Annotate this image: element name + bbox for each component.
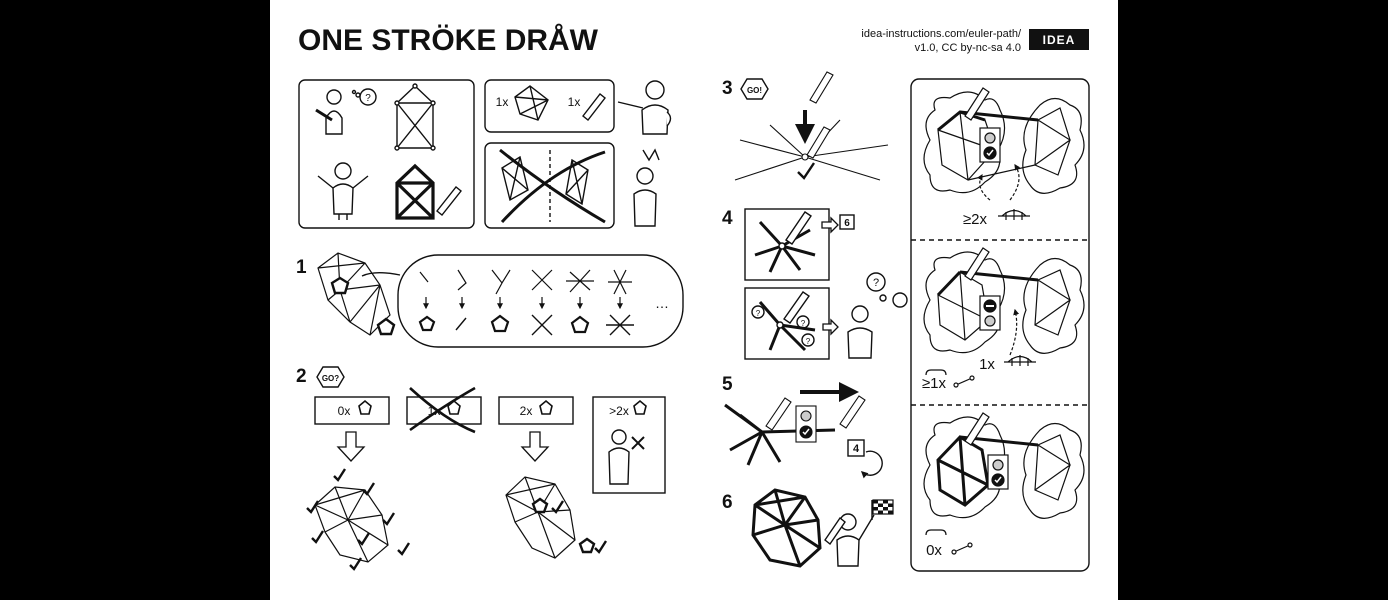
finished-graph (751, 488, 822, 568)
bridge-section-1 (923, 87, 1085, 201)
svg-text:GO?: GO? (322, 374, 339, 383)
bridge-icon (998, 209, 1030, 220)
step-2-number: 2 (296, 366, 307, 387)
svg-text:4: 4 (853, 443, 860, 455)
version-license: v1.0, CC by-nc-sa 4.0 (915, 42, 1021, 54)
down-arrows (336, 431, 550, 462)
step-6-number: 6 (722, 492, 733, 513)
edge-icon (953, 375, 975, 388)
svg-text:?: ? (365, 93, 371, 104)
traverse-edge-diagram (724, 382, 866, 466)
edge-icon (951, 542, 973, 555)
more-ellipsis: … (655, 295, 669, 311)
step4-arrow-icon (822, 318, 839, 336)
bridges-one-label: 1x (979, 356, 995, 373)
zero-odd-label: 0x (338, 404, 351, 418)
svg-text:?: ? (801, 319, 806, 328)
back-to-step4-badge: 4 (847, 439, 883, 479)
count-six-badge: 6 (821, 214, 855, 234)
go-badge: GO! (740, 78, 769, 100)
intro-panel-top-right: 1x 1x (484, 79, 615, 133)
odd-vertex-icon (376, 317, 396, 336)
sad-figure-icon (608, 429, 645, 485)
odd-count-boxes: 0x 1x 2x >2x (314, 386, 666, 494)
instruction-sheet: ONE STRÖKE DRÅW idea-instructions.com/eu… (270, 0, 1118, 600)
svg-text:?: ? (873, 277, 879, 289)
go-question-badge: GO? (316, 366, 345, 388)
svg-text:GO!: GO! (747, 86, 762, 95)
bridge-rule-panel (910, 78, 1090, 572)
house-graph-icon (394, 83, 436, 151)
traffic-light-green-icon (987, 454, 1009, 490)
pencil-icon (582, 93, 606, 121)
svg-text:?: ? (756, 309, 761, 318)
two-odd-label: 2x (520, 404, 533, 418)
step4-box-bottom: ? ? ? (744, 287, 830, 360)
svg-text:IDEA: IDEA (1043, 33, 1076, 47)
odd-vertex-icon (330, 276, 350, 295)
bridges-two-plus-label: ≥2x (963, 211, 988, 228)
intro-panel-left: ? (298, 79, 475, 229)
step-5-number: 5 (722, 374, 733, 395)
traffic-light-green-icon (795, 405, 817, 443)
traffic-light-green-icon (979, 127, 1001, 163)
drawn-house-icon (395, 163, 462, 220)
start-vertex-diagram (734, 71, 889, 181)
step-3-number: 3 (722, 78, 733, 99)
many-odd-label: >2x (609, 404, 629, 418)
step-4-number: 4 (722, 208, 733, 229)
checkered-flag-icon (872, 499, 894, 515)
angry-figure-icon (633, 148, 660, 227)
one-graph-label: 1x (496, 95, 509, 109)
all-even-graph (306, 468, 411, 571)
bridge-section-2 (923, 247, 1085, 376)
pondering-figure-icon: ? (847, 272, 908, 359)
vertex-degree-bubble: … (361, 254, 684, 348)
edges-zero-label: 0x (926, 542, 942, 559)
page-title: ONE STRÖKE DRÅW (298, 24, 599, 57)
two-odd-graph (505, 476, 608, 559)
step1-graph (317, 252, 396, 336)
source-url[interactable]: idea-instructions.com/euler-path/ (861, 28, 1022, 40)
step-1-number: 1 (296, 257, 307, 278)
svg-text:6: 6 (844, 218, 850, 229)
edges-one-plus-label: ≥1x (922, 375, 947, 392)
intro-panel-bottom-right (484, 142, 615, 229)
bridge-section-3 (923, 412, 1085, 536)
idea-logo: IDEA (1029, 29, 1089, 50)
traffic-light-red-icon (979, 295, 1001, 331)
svg-text:?: ? (806, 337, 811, 346)
small-graph-icon (514, 85, 549, 121)
bridge-icon (1004, 355, 1036, 366)
one-pencil-label: 1x (568, 95, 581, 109)
step4-box-top (744, 208, 830, 281)
thinking-figure-icon: ? (315, 88, 377, 135)
presenter-figure-icon (617, 80, 672, 135)
instruction-canvas: ONE STRÖKE DRÅW idea-instructions.com/eu… (296, 24, 1090, 572)
finish-figure-icon (824, 500, 875, 567)
cheering-figure-icon (317, 162, 369, 220)
